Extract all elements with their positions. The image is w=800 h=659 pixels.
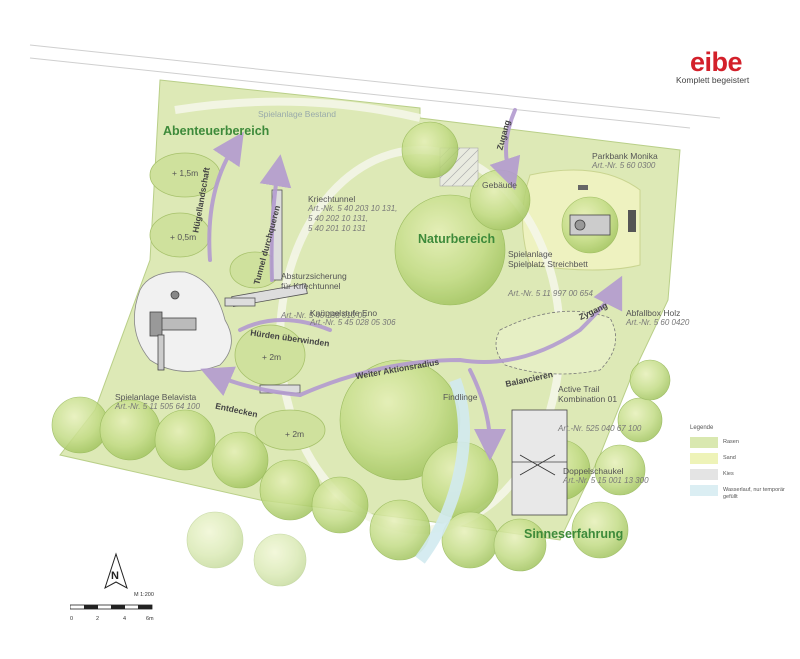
- property-boundary: [29, 44, 721, 129]
- item-kriechtunnel: Kriechtunnel Art.-Nk. 5 40 203 10 131, 5…: [308, 194, 397, 234]
- water-course: [415, 377, 470, 564]
- scale-bar: M 1:200 0 2 4 6m: [69, 592, 160, 626]
- legend-swatch: [690, 469, 718, 480]
- north-arrow: N: [103, 552, 129, 597]
- item-knueppelstufe: Knüppelstufe Eno Art.-Nr. 5 45 028 05 30…: [310, 308, 396, 328]
- item-name: Doppelschaukel: [563, 466, 624, 476]
- tree-canopies: [51, 121, 671, 587]
- scale-ticks: 0 2 4 6m: [70, 616, 154, 626]
- legend-swatch: [690, 485, 718, 496]
- legend-row: Kies: [690, 469, 795, 480]
- item-belavista: Spielanlage Belavista Art.-Nr. 5 11 505 …: [115, 392, 200, 412]
- label-huegel-0-5: + 0,5m: [170, 232, 197, 242]
- item-art: Art.-Nr. 5 60 0300: [592, 161, 656, 170]
- abfallbox: [628, 210, 636, 232]
- brand-name: eibe: [690, 47, 743, 77]
- item-name: Absturzsicherung für Kriechtunnel: [281, 271, 347, 291]
- north-label: N: [111, 570, 119, 582]
- item-activetrail: Active Trail Kombination 01 Art.-Nr. 525…: [558, 364, 641, 444]
- legend-title: Legende: [690, 425, 714, 431]
- item-art: Art.-Nr. 5 45 028 05 306: [310, 318, 396, 327]
- eibe-logo: eibe Komplett begeistert: [668, 48, 778, 85]
- item-name: Parkbank Monika: [592, 151, 658, 161]
- legend: Legende Rasen Sand Kies Wasserlauf, nur …: [690, 425, 795, 506]
- item-art: Art.-Nr. 5 60 0420: [626, 318, 690, 327]
- item-doppelschaukel: Doppelschaukel Art.-Nr. 5 15 001 13 300: [563, 466, 649, 486]
- item-spielanlage: Spielanlage Spielplatz Streichbett Art.-…: [508, 229, 593, 309]
- scale-label: M 1:200: [134, 592, 154, 598]
- item-art: Art.-Nr. 5 40 198 010 00: [281, 311, 367, 320]
- item-name: Spielanlage Spielplatz Streichbett: [508, 249, 588, 269]
- belavista-structure: [149, 290, 197, 371]
- label-huegel-2m-a: + 2m: [262, 352, 282, 362]
- item-art: 5 40 202 10 131,: [308, 214, 369, 223]
- item-parkbank: Parkbank Monika Art.-Nr. 5 60 0300: [592, 151, 658, 171]
- streichbett-structure: [569, 214, 611, 236]
- label-huegel-1-5: + 1,5m: [172, 168, 199, 178]
- brand-tagline: Komplett begeistert: [676, 75, 750, 85]
- item-name: Kriechtunnel: [308, 194, 356, 204]
- legend-row: Rasen: [690, 437, 795, 448]
- scale-tick: 4: [123, 616, 127, 622]
- label-findlinge: Findlinge: [443, 392, 478, 402]
- legend-label: Wasserlauf, nur temporär gefüllt: [723, 487, 785, 500]
- legend-label: Sand: [723, 455, 736, 461]
- legend-label: Rasen: [723, 439, 739, 445]
- item-art: 5 40 201 10 131: [308, 224, 366, 233]
- hills: [149, 152, 326, 451]
- item-art: Art.-Nr. 5 11 997 00 654: [508, 289, 593, 298]
- item-name: Active Trail Kombination 01: [558, 384, 618, 404]
- label-gebaeude: Gebäude: [482, 180, 517, 190]
- label-bestand: Spielanlage Bestand: [258, 109, 336, 119]
- item-absturz: Absturzsicherung für Kriechtunnel Art.-N…: [281, 251, 367, 331]
- legend-row: Sand: [690, 453, 795, 464]
- area-sinne: Sinneserfahrung: [524, 527, 624, 541]
- scale-tick: 0: [70, 616, 74, 622]
- legend-label: Kies: [723, 471, 734, 477]
- item-abfallbox: Abfallbox Holz Art.-Nr. 5 60 0420: [626, 308, 689, 328]
- swing-structure: [511, 409, 568, 516]
- activity-arrows: [200, 108, 623, 461]
- north-arrow-icon: [104, 552, 128, 590]
- parkbank: [578, 185, 588, 190]
- item-art: Art.-Nr. 5 15 001 13 300: [563, 476, 649, 485]
- scale-tick: 6m: [146, 616, 154, 622]
- scale-tick: 2: [96, 616, 100, 622]
- legend-swatch: [690, 437, 718, 448]
- item-name: Abfallbox Holz: [626, 308, 681, 318]
- legend-row: Wasserlauf, nur temporär gefüllt: [690, 485, 795, 501]
- item-art: Art.-Nr. 525 040 67 100: [558, 424, 642, 433]
- legend-swatch: [690, 453, 718, 464]
- label-huegel-2m-b: + 2m: [285, 429, 305, 439]
- item-art: Art.-Nk. 5 40 203 10 131,: [308, 204, 398, 213]
- item-art: Art.-Nr. 5 11 505 64 100: [115, 402, 200, 411]
- item-name: Spielanlage Belavista: [115, 392, 197, 402]
- area-natur: Naturbereich: [418, 232, 496, 246]
- area-abenteuer: Abenteuerbereich: [163, 124, 270, 138]
- item-name: Knüppelstufe Eno: [310, 308, 378, 318]
- scale-bar-graphic: [69, 604, 153, 610]
